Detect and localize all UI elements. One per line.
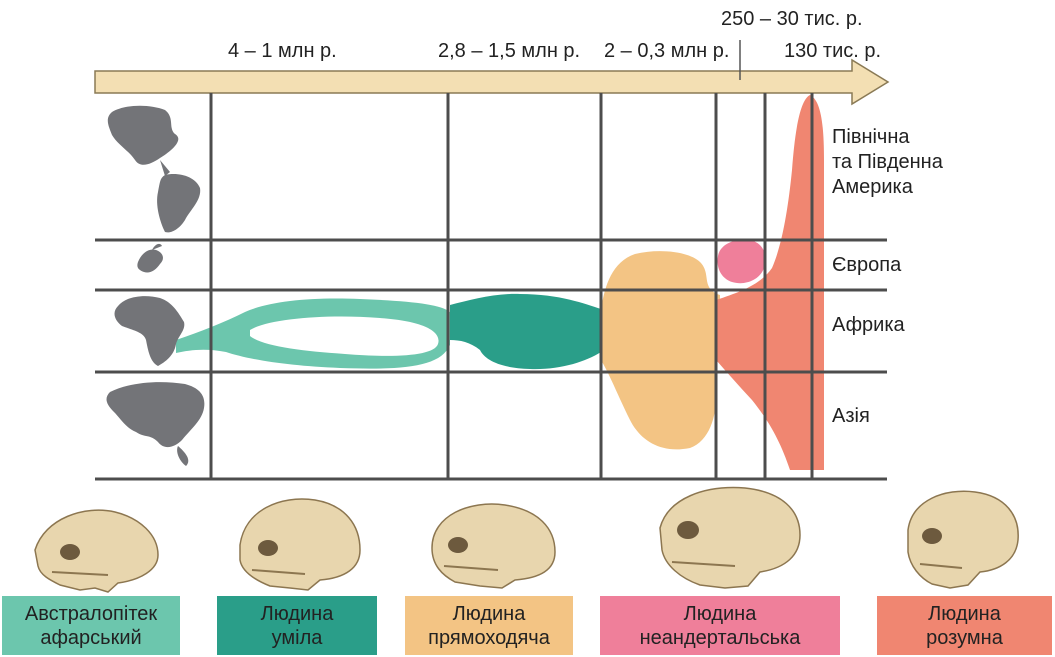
- region-label-africa: Африка: [832, 313, 905, 338]
- asia-map-icon: [107, 382, 205, 466]
- timeline-arrow: [95, 60, 888, 104]
- neanderthal-range: [718, 240, 766, 284]
- species-label-line2: розумна: [926, 626, 1003, 650]
- homo-erectus-range: [601, 251, 720, 449]
- homo-habilis-range: [450, 294, 601, 369]
- australopithecus-skull-icon: [35, 510, 158, 592]
- europe-map-icon: [137, 244, 163, 273]
- species-label-line2: афарський: [40, 626, 141, 650]
- homo-erectus-skull-icon: [432, 504, 555, 588]
- timeline-label-130-tys: 130 тис. р.: [784, 40, 881, 63]
- timeline-label-4-1-mln: 4 – 1 млн р.: [228, 40, 337, 63]
- region-label-asia: Азія: [832, 404, 870, 429]
- timeline-label-2-0-3-mln: 2 – 0,3 млн р.: [604, 40, 729, 63]
- species-label-line1: Австралопітек: [25, 602, 157, 626]
- species-label-line2: уміла: [272, 626, 323, 650]
- species-label-neanderthal: Людина неандертальська: [600, 596, 840, 655]
- species-label-homo-erectus: Людина прямоходяча: [405, 596, 573, 655]
- homo-habilis-skull-icon: [240, 499, 360, 590]
- homo-sapiens-skull-icon: [908, 491, 1018, 588]
- africa-map-icon: [115, 296, 185, 366]
- migration-shapes: [176, 95, 824, 470]
- timeline-label-2-8-1-5-mln: 2,8 – 1,5 млн р.: [438, 40, 580, 63]
- species-label-line1: Людина: [684, 602, 757, 626]
- species-label-line2: прямоходяча: [428, 626, 550, 650]
- australopithecus-range: [176, 299, 450, 369]
- species-label-homo-sapiens: Людина розумна: [877, 596, 1052, 655]
- region-label-americas-line2: та Південна: [832, 150, 943, 175]
- species-label-australopithecus: Австралопітек афарський: [2, 596, 180, 655]
- timeline-label-250-30-tys: 250 – 30 тис. р.: [721, 8, 863, 31]
- region-label-americas-line3: Америка: [832, 175, 943, 200]
- region-label-americas-line1: Північна: [832, 125, 943, 150]
- species-label-line1: Людина: [261, 602, 334, 626]
- neanderthal-skull-icon: [660, 488, 800, 588]
- region-label-europe: Європа: [832, 253, 901, 278]
- homo-sapiens-range: [716, 95, 824, 470]
- species-label-homo-habilis: Людина уміла: [217, 596, 377, 655]
- species-label-line1: Людина: [928, 602, 1001, 626]
- species-label-line1: Людина: [453, 602, 526, 626]
- region-label-americas: Північна та Південна Америка: [832, 125, 943, 200]
- north-south-america-map-icon: [108, 106, 200, 233]
- species-label-line2: неандертальська: [640, 626, 801, 650]
